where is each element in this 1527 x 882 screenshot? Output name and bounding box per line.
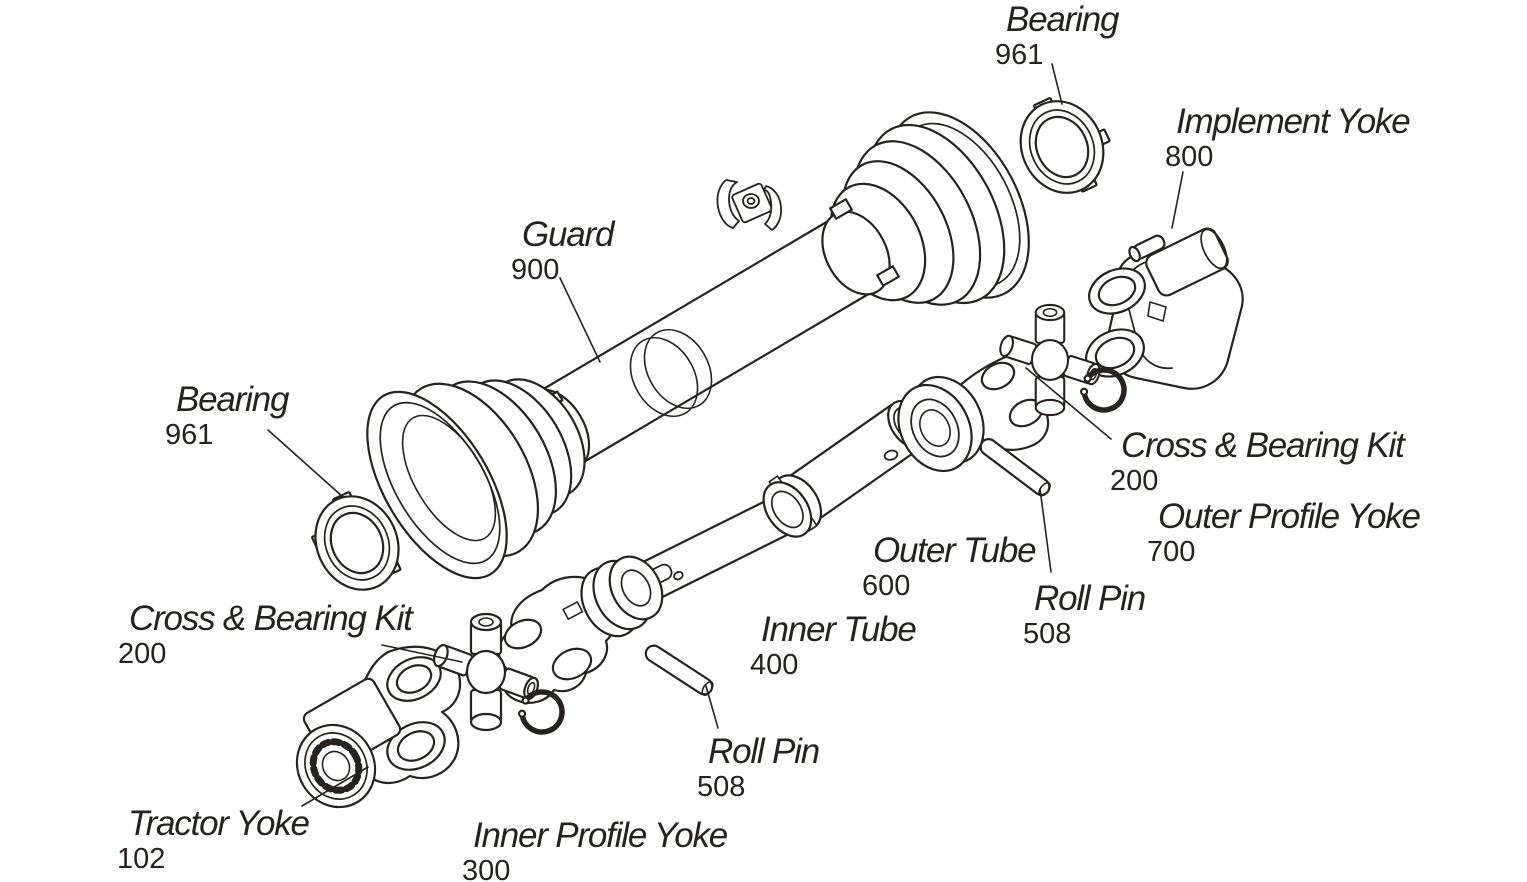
label-roll-pin-right: Roll Pin 508 (1023, 579, 1146, 650)
implement-yoke-800-drawing (1085, 227, 1244, 390)
tractor-yoke-102-drawing (295, 645, 462, 809)
implement-yoke-qd-collar (1128, 227, 1229, 297)
label-implement-yoke: Implement Yoke 800 (1165, 102, 1411, 173)
part-number: 900 (511, 254, 560, 286)
part-number: 200 (1110, 465, 1159, 497)
snap-ring-right (1079, 367, 1127, 413)
part-number: 200 (118, 638, 167, 670)
part-number: 961 (165, 419, 214, 451)
part-name: Roll Pin (1034, 579, 1146, 618)
part-number: 600 (862, 570, 911, 602)
guard-cone-right (821, 111, 1030, 306)
part-number: 508 (1023, 618, 1072, 650)
leader-roll-pin-left (705, 685, 719, 729)
leader-bearing-left (267, 429, 344, 498)
part-name: Inner Profile Yoke (473, 816, 728, 855)
part-name: Bearing (176, 380, 289, 419)
roll-pin-508-left-drawing (644, 644, 714, 696)
label-tractor-yoke: Tractor Yoke 102 (117, 804, 310, 875)
label-outer-tube: Outer Tube 600 (862, 531, 1037, 602)
cross-bearing-kit-200-right-drawing (999, 303, 1127, 417)
part-number: 300 (462, 855, 511, 882)
part-name: Cross & Bearing Kit (1121, 426, 1405, 465)
part-number: 102 (117, 843, 166, 875)
leader-cross-kit-left (381, 644, 463, 663)
label-roll-pin-left: Roll Pin 508 (697, 732, 820, 803)
label-bearing-left: Bearing 961 (165, 380, 289, 451)
leader-implement-yoke (1171, 171, 1184, 229)
label-guard: Guard 900 (511, 215, 614, 286)
leader-bearing-top (1051, 63, 1063, 105)
guard-clip-drawing (716, 179, 783, 231)
part-name: Guard (522, 215, 614, 254)
part-name: Inner Tube (761, 610, 917, 649)
leader-tractor-yoke (301, 766, 369, 807)
guard-drawing (366, 111, 1030, 580)
part-name: Cross & Bearing Kit (129, 599, 413, 638)
label-outer-profile-yoke: Outer Profile Yoke 700 (1147, 497, 1421, 568)
label-inner-profile-yoke: Inner Profile Yoke 300 (462, 816, 728, 882)
roll-pin-508-right-drawing (979, 438, 1051, 497)
part-number: 800 (1165, 141, 1214, 173)
part-number: 961 (995, 39, 1044, 71)
cross-bearing-kit-200-left-drawing (433, 612, 565, 735)
part-name: Implement Yoke (1176, 102, 1411, 141)
leader-cross-kit-right (1025, 367, 1112, 440)
leader-roll-pin-right (1039, 488, 1052, 573)
label-cross-bearing-kit-right: Cross & Bearing Kit 200 (1110, 426, 1405, 497)
guard-cone-left (366, 378, 591, 580)
leader-guard (559, 277, 601, 363)
tractor-yoke-splined-bore (295, 723, 377, 809)
part-name: Bearing (1006, 0, 1119, 39)
part-name: Outer Tube (873, 531, 1037, 570)
part-number: 700 (1147, 536, 1196, 568)
part-name: Roll Pin (708, 732, 820, 771)
label-bearing-top: Bearing 961 (995, 0, 1119, 71)
part-number: 508 (697, 771, 746, 803)
bearing-961-left-drawing (311, 491, 402, 591)
label-cross-bearing-kit-left: Cross & Bearing Kit 200 (118, 599, 413, 670)
bearing-961-top-drawing (1019, 97, 1111, 194)
leader-lines (267, 63, 1184, 807)
label-inner-tube: Inner Tube 400 (750, 610, 917, 681)
part-number: 400 (750, 649, 799, 681)
part-name: Outer Profile Yoke (1158, 497, 1421, 536)
inner-profile-yoke-300-drawing (497, 555, 664, 704)
part-name: Tractor Yoke (128, 804, 310, 843)
snap-ring-left (517, 689, 565, 735)
